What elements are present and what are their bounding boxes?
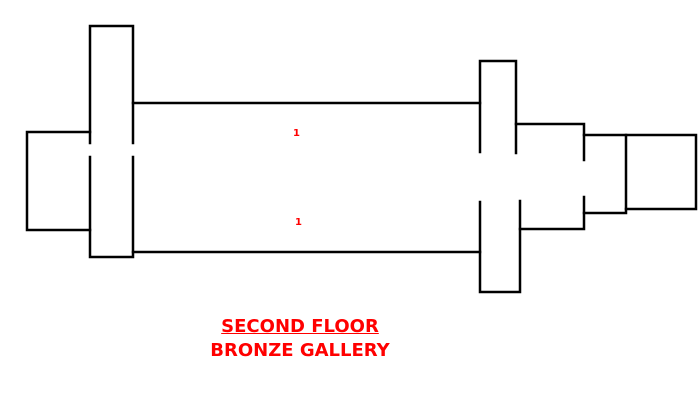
left-pillar-hall [88, 24, 135, 259]
right-pillar-hall [478, 59, 522, 294]
east-room-a [514, 122, 586, 231]
gallery-title: BRONZE GALLERY [210, 340, 390, 361]
east-room-b [582, 133, 628, 215]
room-number-label: 1 [293, 128, 300, 139]
room-number-label: 1 [295, 217, 302, 228]
floor-title: SECOND FLOOR [221, 316, 379, 337]
main-gallery-corridor [131, 101, 482, 254]
left-annex-room [25, 130, 92, 232]
east-room-c [624, 133, 698, 211]
